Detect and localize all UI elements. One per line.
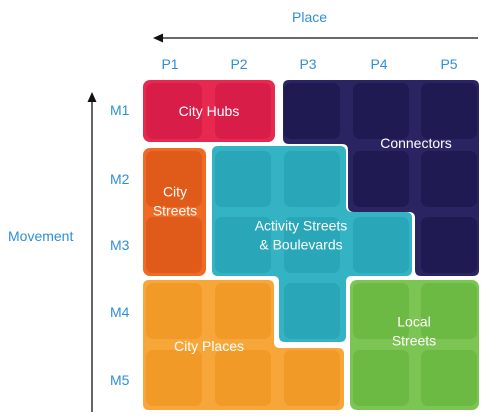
grid-cell [421, 350, 477, 406]
label-line: City Places [174, 338, 244, 354]
movement-axis-title: Movement [8, 228, 74, 244]
grid-cell [421, 283, 477, 339]
place-arrow [153, 33, 478, 43]
city-hubs-label: City Hubs [179, 103, 240, 119]
grid-cell [421, 151, 477, 207]
grid-cell [421, 83, 477, 139]
group-connectors: Connectors [283, 80, 479, 276]
grid-cell [146, 283, 202, 339]
grid-cell [215, 217, 271, 273]
grid-cell [284, 283, 340, 339]
column-label-p4: P4 [370, 56, 388, 72]
grid-cell [353, 283, 409, 339]
label-line: Activity Streets [255, 218, 348, 234]
row-label-m2: M2 [110, 171, 130, 187]
label-line: Streets [153, 203, 197, 219]
grid-cell [284, 151, 340, 207]
grid-cell [284, 350, 340, 406]
row-label-m5: M5 [110, 372, 130, 388]
column-label-p1: P1 [161, 56, 179, 72]
grid-cell [215, 283, 271, 339]
grid-cell [146, 83, 202, 139]
grid-cell [353, 350, 409, 406]
group-city-hubs: City Hubs [143, 80, 275, 142]
label-line: City Hubs [179, 103, 240, 119]
label-line: City [163, 184, 187, 200]
city-places-label: City Places [174, 338, 244, 354]
group-city-places: City Places [143, 280, 344, 410]
grid-cell [353, 151, 409, 207]
grid-cell [215, 83, 271, 139]
column-label-p3: P3 [299, 56, 317, 72]
column-label-p2: P2 [230, 56, 248, 72]
column-label-p5: P5 [440, 56, 458, 72]
grid-cell [421, 217, 477, 273]
grid-cell [284, 83, 340, 139]
movement-arrow [87, 92, 97, 412]
grid-cell [146, 151, 202, 207]
grid-cell [284, 217, 340, 273]
activity-streets-label: Activity Streets & Boulevards [255, 218, 348, 253]
label-line: & Boulevards [259, 237, 342, 253]
connectors-label: Connectors [380, 135, 452, 151]
grid-cell [146, 217, 202, 273]
grid-cell [353, 83, 409, 139]
row-label-m4: M4 [110, 304, 130, 320]
place-axis-title: Place [292, 9, 328, 25]
group-activity-streets: Activity Streets & Boulevards [212, 146, 412, 342]
grid-cell [215, 350, 271, 406]
label-line: Streets [392, 333, 436, 349]
row-label-m3: M3 [110, 237, 130, 253]
label-line: Local [397, 314, 430, 330]
label-line: Connectors [380, 135, 452, 151]
row-label-m1: M1 [110, 102, 130, 118]
grid-cell [146, 350, 202, 406]
grid-cell [353, 217, 409, 273]
grid-cell [215, 151, 271, 207]
